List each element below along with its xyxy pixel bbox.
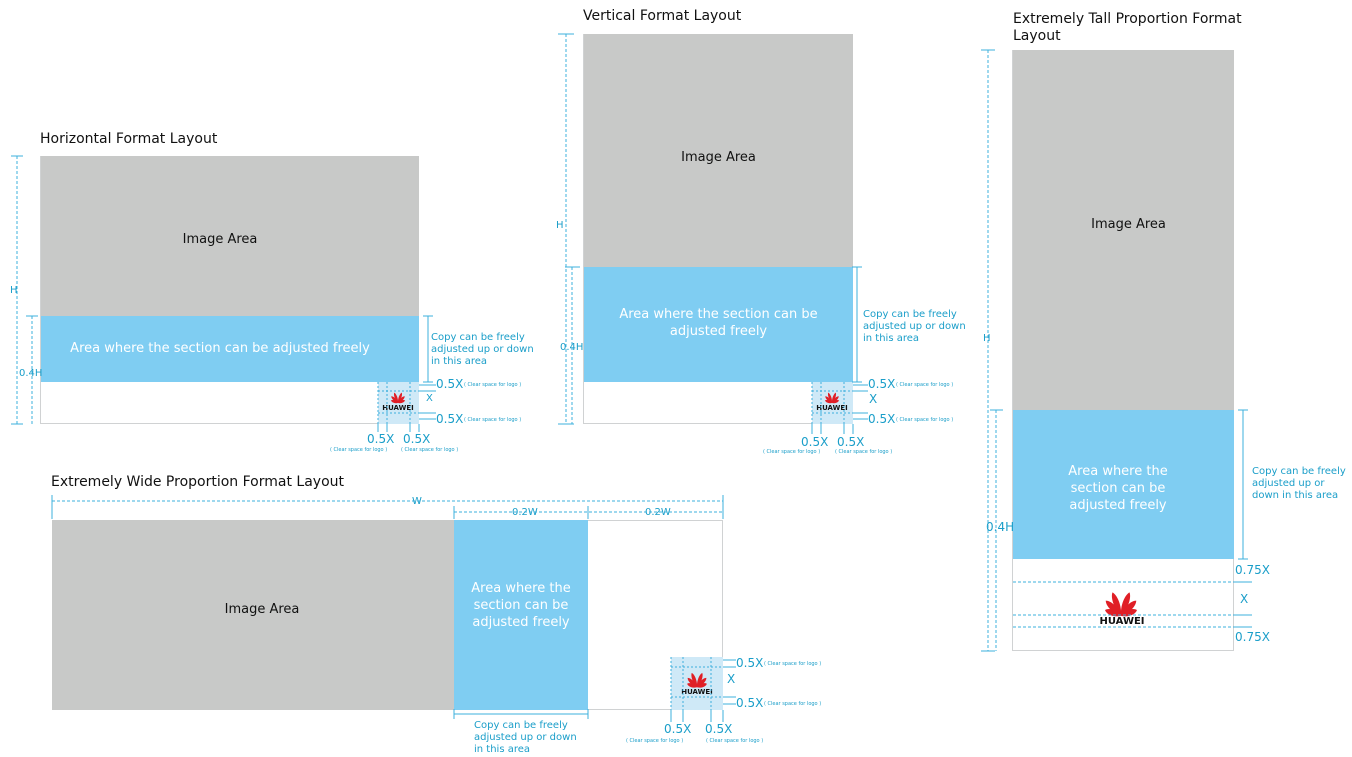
logo-petal bbox=[831, 392, 837, 403]
vertical-section-label: Area where the section can be adjusted f… bbox=[619, 307, 818, 339]
tall-04h-label: 0.4H bbox=[986, 520, 1015, 534]
vertical-h-label: H bbox=[556, 220, 564, 231]
vertical-image-label: Image Area bbox=[681, 150, 756, 165]
logo-petal bbox=[696, 672, 703, 688]
tall-top-075x: 0.75X bbox=[1235, 563, 1270, 577]
horizontal-copy-note: Copy can be freely adjusted up or down i… bbox=[431, 332, 534, 367]
logo-petal bbox=[687, 683, 697, 688]
horizontal-section-label: Area where the section can be adjusted f… bbox=[70, 341, 370, 356]
huawei-logo-icon bbox=[683, 667, 711, 688]
tall-image-area bbox=[1013, 50, 1234, 410]
horizontal-bottom-05x: 0.5X bbox=[436, 412, 464, 426]
horizontal-image-label: Image Area bbox=[182, 232, 258, 247]
horizontal-right-05x: 0.5X bbox=[403, 432, 431, 446]
logo-petal bbox=[824, 399, 832, 404]
logo-petal bbox=[827, 392, 833, 403]
horizontal-top-clear-note: ( Clear space for logo ) bbox=[464, 382, 522, 388]
wide-bottom-05x: 0.5X bbox=[736, 696, 764, 710]
vertical-left-05x: 0.5X bbox=[801, 435, 829, 449]
logo-petal bbox=[687, 677, 697, 688]
wide-w-label: W bbox=[410, 496, 424, 507]
vertical-right-clear-note: ( Clear space for logo ) bbox=[835, 449, 893, 455]
vertical-right-05x: 0.5X bbox=[837, 435, 865, 449]
horizontal-top-05x: 0.5X bbox=[436, 377, 464, 391]
tall-x-label: X bbox=[1240, 592, 1249, 606]
logo-petal bbox=[398, 399, 406, 404]
tall-section-label: Area where the section can be adjusted f… bbox=[1068, 464, 1168, 513]
wide-logo-wordmark: HUAWEI bbox=[681, 688, 713, 696]
logo-petal bbox=[1105, 600, 1121, 616]
wide-bottom-clear-note: ( Clear space for logo ) bbox=[764, 701, 822, 707]
wide-right-05x: 0.5X bbox=[705, 722, 733, 736]
wide-logo-zone bbox=[671, 657, 723, 710]
horizontal-right-clear-note: ( Clear space for logo ) bbox=[401, 447, 459, 453]
vertical-title: Vertical Format Layout bbox=[583, 8, 742, 24]
horizontal-section-area bbox=[41, 316, 419, 382]
logo-petal bbox=[1120, 592, 1131, 616]
vertical-copy-note: Copy can be freely adjusted up or down i… bbox=[863, 309, 966, 344]
wide-image-label: Image Area bbox=[224, 602, 300, 617]
wide-copy-note: Copy can be freely adjusted up or down i… bbox=[474, 720, 577, 755]
logo-petal bbox=[825, 396, 832, 403]
horizontal-04h-label: 0.4H bbox=[19, 368, 43, 379]
logo-petal bbox=[1105, 609, 1121, 617]
wide-section-area bbox=[454, 520, 588, 710]
vertical-x-label: X bbox=[869, 392, 878, 406]
horizontal-title: Horizontal Format Layout bbox=[40, 131, 218, 147]
huawei-logo-icon bbox=[822, 388, 842, 404]
tall-copy-note: Copy can be freely adjusted up or down i… bbox=[1252, 466, 1346, 501]
horizontal-h-label: H bbox=[10, 285, 18, 296]
vertical-top-05x: 0.5X bbox=[868, 377, 896, 391]
logo-petal bbox=[697, 683, 707, 688]
logo-petal bbox=[390, 399, 398, 404]
wide-image-area bbox=[52, 520, 454, 710]
vertical-bottom-05x: 0.5X bbox=[868, 412, 896, 426]
logo-petal bbox=[1111, 592, 1122, 616]
horizontal-image-area bbox=[41, 156, 419, 316]
vertical-left-clear-note: ( Clear space for logo ) bbox=[763, 449, 821, 455]
tall-logo-wordmark: HUAWEI bbox=[1099, 616, 1145, 627]
wide-right-clear-note: ( Clear space for logo ) bbox=[706, 738, 764, 744]
wide-x-label: X bbox=[727, 672, 736, 686]
vertical-image-area bbox=[584, 34, 853, 267]
wide-top-clear-note: ( Clear space for logo ) bbox=[764, 661, 822, 667]
logo-petal bbox=[397, 392, 403, 403]
wide-title: Extremely Wide Proportion Format Layout bbox=[51, 474, 344, 490]
wide-section-label: Area where the section can be adjusted f… bbox=[471, 581, 571, 630]
tall-section-area bbox=[1013, 410, 1234, 559]
tall-h-label: H bbox=[983, 333, 991, 344]
wide-left-clear-note: ( Clear space for logo ) bbox=[626, 738, 684, 744]
tall-bottom-075x: 0.75X bbox=[1235, 630, 1270, 644]
horizontal-bottom-clear-note: ( Clear space for logo ) bbox=[464, 417, 522, 423]
huawei-logo-icon bbox=[388, 388, 408, 404]
logo-petal bbox=[393, 392, 399, 403]
vertical-top-clear-note: ( Clear space for logo ) bbox=[896, 382, 954, 388]
horizontal-x-label: X bbox=[426, 393, 433, 404]
wide-left-05x: 0.5X bbox=[664, 722, 692, 736]
logo-petal bbox=[391, 396, 398, 403]
tall-image-label: Image Area bbox=[1091, 217, 1166, 232]
vertical-section-area bbox=[584, 267, 853, 382]
horizontal-logo-wordmark: HUAWEI bbox=[382, 404, 414, 412]
horizontal-left-05x: 0.5X bbox=[367, 432, 395, 446]
vertical-logo-wordmark: HUAWEI bbox=[816, 404, 848, 412]
vertical-bottom-clear-note: ( Clear space for logo ) bbox=[896, 417, 954, 423]
wide-02w-label-2: 0.2W bbox=[643, 507, 673, 518]
wide-top-05x: 0.5X bbox=[736, 656, 764, 670]
tall-title: Extremely Tall Proportion Format Layout bbox=[1013, 11, 1242, 44]
logo-petal bbox=[691, 672, 698, 688]
logo-petal bbox=[832, 399, 840, 404]
horizontal-left-clear-note: ( Clear space for logo ) bbox=[330, 447, 388, 453]
